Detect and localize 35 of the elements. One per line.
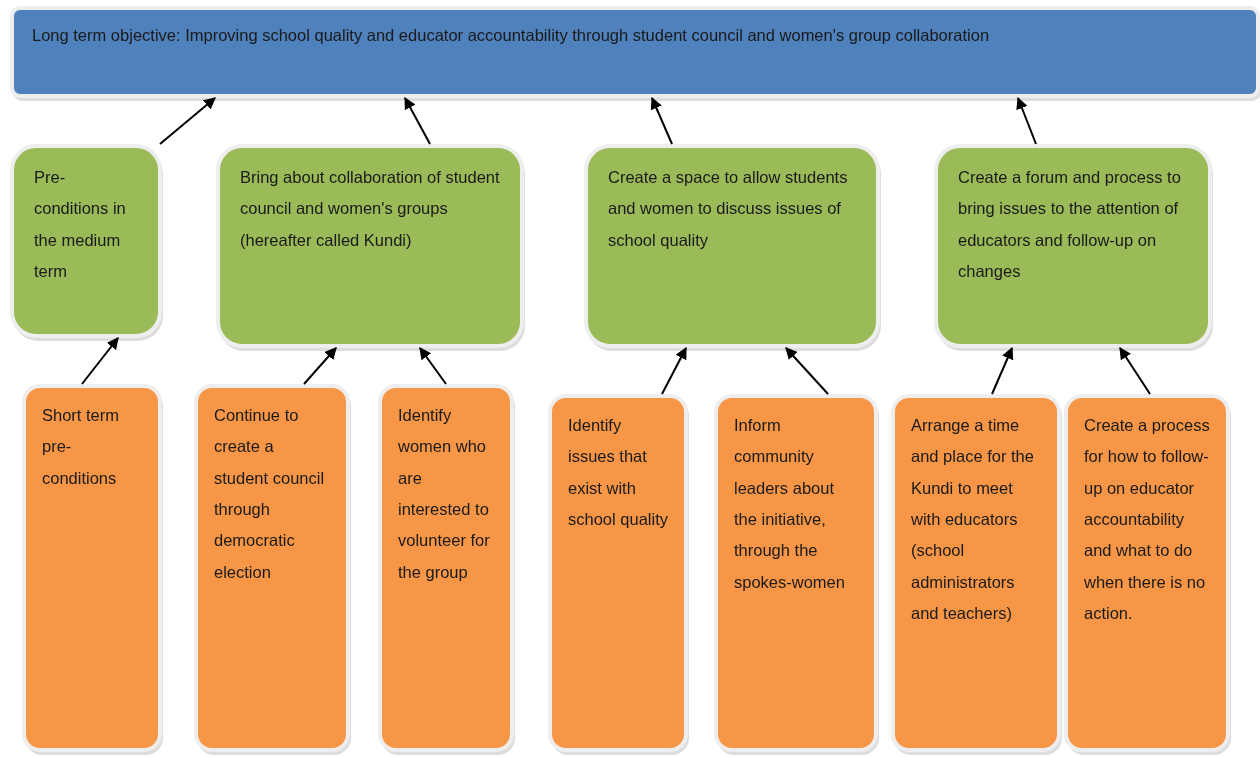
short-term-box	[548, 394, 688, 752]
short-term-box	[194, 384, 350, 752]
box-text: Continue to create a student council through democratic election	[214, 405, 326, 583]
box-text: Long term objective: Improving school quality and educator accountability through student council and women's group collaboration	[32, 25, 991, 46]
short-term-box	[1064, 394, 1230, 752]
medium-term-box	[584, 144, 880, 348]
box-text: Create a space to allow students and women to discuss issues of school quality	[608, 167, 849, 251]
box-text: Arrange a time and place for the Kundi to meet with educators (school administrators and teachers)	[911, 415, 1035, 625]
arrow	[303, 347, 337, 385]
arrow	[1016, 96, 1037, 145]
short-term-box	[378, 384, 514, 752]
arrow	[991, 346, 1014, 395]
medium-term-box	[934, 144, 1212, 348]
arrow	[419, 347, 447, 385]
medium-term-box	[216, 144, 524, 348]
short-term-box	[714, 394, 878, 752]
arrow	[650, 96, 673, 145]
box-text: Inform community leaders about the initiative, through the spokes-women	[734, 415, 846, 593]
box-text: Identify women who are interested to volunteer for the group	[398, 405, 491, 583]
box-text: Create a forum and process to bring issues to the attention of educators and follow-up on changes	[958, 167, 1182, 283]
box-text: Bring about collaboration of student council and women's groups (hereafter called Kundi)	[240, 167, 500, 251]
arrow	[661, 346, 687, 395]
box-text: Pre-conditions in the medium term	[34, 167, 127, 283]
arrow	[1119, 347, 1151, 395]
arrow	[785, 347, 829, 395]
objective-banner	[10, 6, 1260, 98]
arrow	[404, 96, 431, 145]
box-text: Create a process for how to follow-up on educator accountability and what to do when there is no action.	[1084, 415, 1210, 625]
box-text: Short term pre-conditions	[42, 405, 121, 489]
medium-term-box	[10, 144, 162, 338]
arrow	[159, 97, 216, 145]
short-term-box	[22, 384, 162, 752]
box-text: Identify issues that exist with school quality	[568, 415, 668, 531]
arrow	[81, 337, 119, 385]
short-term-box	[891, 394, 1061, 752]
